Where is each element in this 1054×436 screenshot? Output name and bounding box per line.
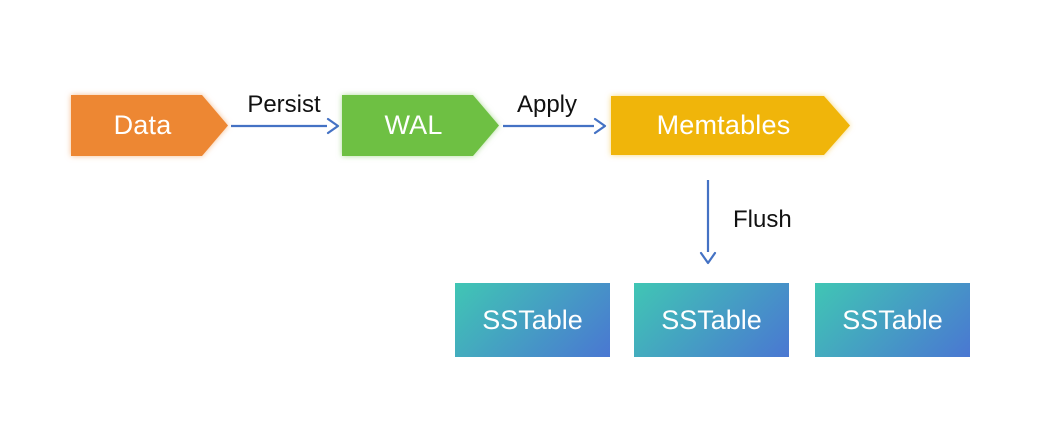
node-sstable-1: SSTable [455,283,610,357]
node-sstable-2: SSTable [634,283,789,357]
persist-arrowhead-icon [326,117,340,135]
apply-edge-label: Apply [516,91,578,118]
node-sstable-1-label: SSTable [482,304,583,335]
node-sstable-2-label: SSTable [661,304,762,335]
persist-edge-label: Persist [247,91,321,118]
node-data-shape: Data [71,95,228,156]
node-sstable-3: SSTable [815,283,970,357]
node-data-label: Data [113,110,172,140]
node-memtables-shape: Memtables [611,96,850,155]
node-memtables-label: Memtables [656,110,791,140]
node-data: Data [71,95,228,156]
node-wal: WAL [342,95,499,156]
flush-edge-label: Flush [733,206,792,233]
node-wal-label: WAL [384,110,443,140]
node-sstable-3-label: SSTable [842,304,943,335]
apply-arrowhead-icon [593,117,607,135]
node-wal-shape: WAL [342,95,499,156]
node-memtables: Memtables [611,96,850,155]
flush-arrowhead-icon [699,251,717,265]
